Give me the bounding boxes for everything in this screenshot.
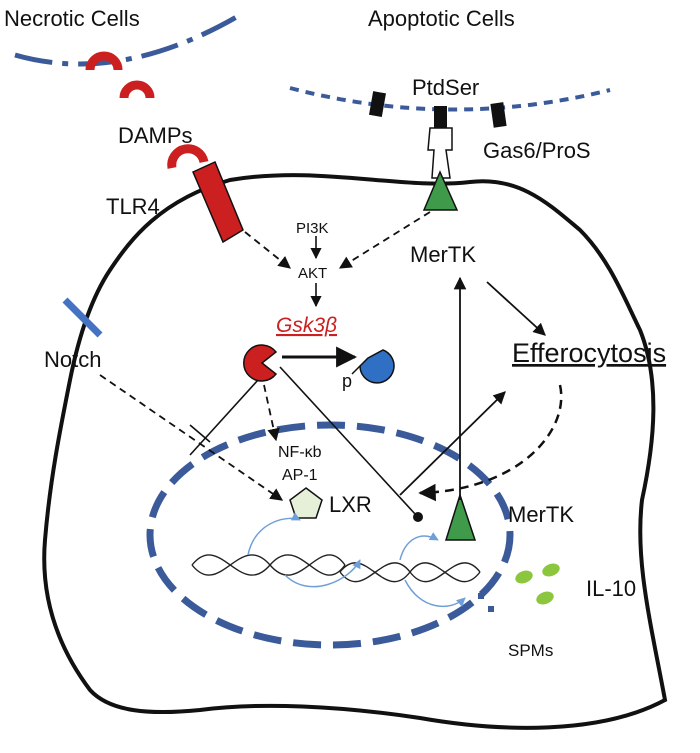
gsk3b-phospho-shape <box>359 349 395 384</box>
inhibition-gsk3b-to-lxr <box>279 366 417 516</box>
dna-arrow-4 <box>404 579 466 608</box>
akt-label: AKT <box>298 265 327 282</box>
lxr-shape <box>289 487 323 519</box>
dna-strand-right-b <box>339 562 481 583</box>
notch-label: Notch <box>44 347 101 372</box>
il10-particle-1 <box>515 570 533 584</box>
dna-arrow-2 <box>284 559 361 588</box>
inhibition-end-dot <box>413 512 423 522</box>
notch-crossbar <box>189 424 211 443</box>
tlr4-receptor <box>192 160 244 244</box>
dna-arrow-3 <box>399 532 439 561</box>
mertk-top-label: MerTK <box>410 242 476 267</box>
tlr4-binding-cup <box>167 144 209 169</box>
phospho-label: p <box>342 371 352 391</box>
gsk3b-label: Gsk3β <box>276 314 337 337</box>
gsk3b-active-shape <box>243 344 278 382</box>
arrow-notch-to-lxr <box>99 374 284 501</box>
ap1-label: AP-1 <box>282 467 318 484</box>
nfkb-label: NF-κb <box>278 444 322 461</box>
mertk-receptor-top <box>422 170 459 211</box>
arrow-efferocytosis-to-nucleus <box>418 384 563 502</box>
arrow-tlr4-to-akt <box>244 231 291 269</box>
ptdser-block-1 <box>369 91 386 118</box>
damps-label: DAMPs <box>118 123 193 148</box>
dna-strand-left-b <box>191 554 346 576</box>
line-gsk3b-to-nucleus <box>189 379 259 456</box>
damp-arc-2 <box>119 80 155 99</box>
lxr-label: LXR <box>329 492 372 517</box>
mertk-nucleus-shape <box>444 492 477 541</box>
spms-dot-2 <box>488 606 494 612</box>
necrotic-cell-membrane <box>14 12 242 67</box>
il10-label: IL-10 <box>586 576 636 601</box>
mertk-nucleus-label: MerTK <box>508 502 574 527</box>
efferocytosis-label: Efferocytosis <box>512 338 666 368</box>
spms-dot-1 <box>478 593 484 599</box>
ptdser-label: PtdSer <box>412 75 479 100</box>
ptdser-block-3 <box>490 102 507 128</box>
dna-strand-left-a <box>191 554 346 576</box>
necrotic-cells-label: Necrotic Cells <box>4 6 140 31</box>
gas6-pros-bridge <box>427 127 453 179</box>
apoptotic-cell-membrane <box>289 86 611 112</box>
gas6-pros-label: Gas6/ProS <box>483 138 591 163</box>
spms-label: SPMs <box>508 641 553 660</box>
tlr4-label: TLR4 <box>106 194 160 219</box>
phospho-tether <box>351 365 361 375</box>
damp-arc-1 <box>85 51 123 71</box>
arrow-lxr-to-efferocytosis <box>399 391 506 496</box>
il10-particle-2 <box>542 563 560 577</box>
notch-receptor <box>62 297 103 338</box>
il10-particle-3 <box>536 591 554 605</box>
pi3k-label: PI3K <box>296 220 329 237</box>
dna-arrow-1 <box>247 512 301 556</box>
apoptotic-cells-label: Apoptotic Cells <box>368 6 515 31</box>
arrow-gsk3b-to-nfkb <box>263 384 280 442</box>
nucleus-envelope <box>146 421 514 649</box>
ptdser-block-2 <box>434 106 447 132</box>
macrophage-membrane <box>42 173 668 730</box>
arrow-mertk-to-akt <box>338 211 431 269</box>
arrow-mertk-to-efferocytosis <box>486 281 546 336</box>
